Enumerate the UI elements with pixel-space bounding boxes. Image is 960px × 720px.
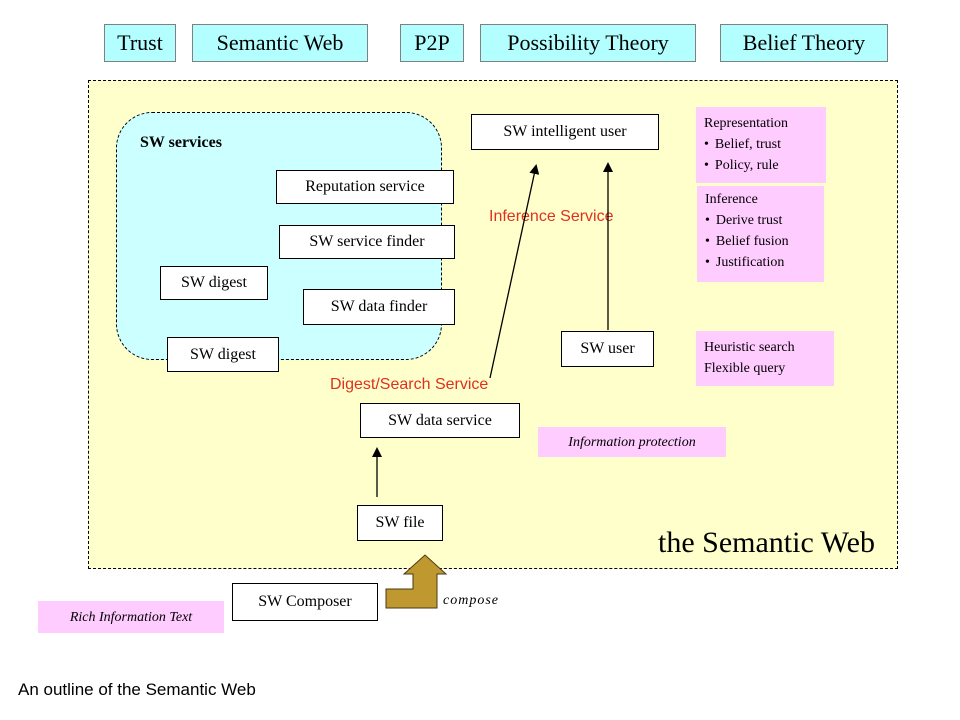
inference-item: Justification [705,252,816,273]
sw-service-finder-box[interactable]: SW service finder [279,225,455,259]
inference-note: Inference Derive trust Belief fusion Jus… [697,186,824,282]
arrow-data-service-to-intelligent-user [489,164,540,379]
representation-list: Belief, trust Policy, rule [704,134,818,176]
inference-list: Derive trust Belief fusion Justification [705,210,816,273]
sw-intelligent-user-box[interactable]: SW intelligent user [471,114,659,150]
representation-title: Representation [704,116,788,131]
caption: An outline of the Semantic Web [18,680,256,699]
sw-user-box[interactable]: SW user [561,331,654,367]
representation-note: Representation Belief, trust Policy, rul… [696,107,826,183]
inference-item: Derive trust [705,210,816,231]
inference-title: Inference [705,192,758,207]
tab-p2p[interactable]: P2P [400,24,464,62]
tab-semantic-web[interactable]: Semantic Web [192,24,368,62]
sw-digest-box-2[interactable]: SW digest [167,337,279,372]
sw-data-service-box[interactable]: SW data service [360,403,520,438]
rich-information-text-note: Rich Information Text [38,601,224,633]
inference-service-label: Inference Service [489,208,614,225]
sw-data-finder-box[interactable]: SW data finder [303,289,455,325]
representation-item: Policy, rule [704,155,818,176]
semantic-web-label: the Semantic Web [658,526,875,559]
search-line: Flexible query [704,361,786,376]
representation-item: Belief, trust [704,134,818,155]
sw-composer-box[interactable]: SW Composer [232,583,378,621]
reputation-service-box[interactable]: Reputation service [276,170,454,204]
sw-file-box[interactable]: SW file [357,505,443,541]
compose-label: compose [443,593,499,608]
sw-digest-box[interactable]: SW digest [160,266,268,300]
search-line: Heuristic search [704,340,795,355]
tab-belief-theory[interactable]: Belief Theory [720,24,888,62]
tab-trust[interactable]: Trust [104,24,176,62]
information-protection-note: Information protection [538,427,726,457]
digest-search-service-label: Digest/Search Service [330,376,489,393]
sw-services-label: SW services [140,134,222,151]
tab-possibility-theory[interactable]: Possibility Theory [480,24,696,62]
inference-item: Belief fusion [705,231,816,252]
search-note: Heuristic search Flexible query [696,331,834,386]
compose-arrow [385,554,448,609]
